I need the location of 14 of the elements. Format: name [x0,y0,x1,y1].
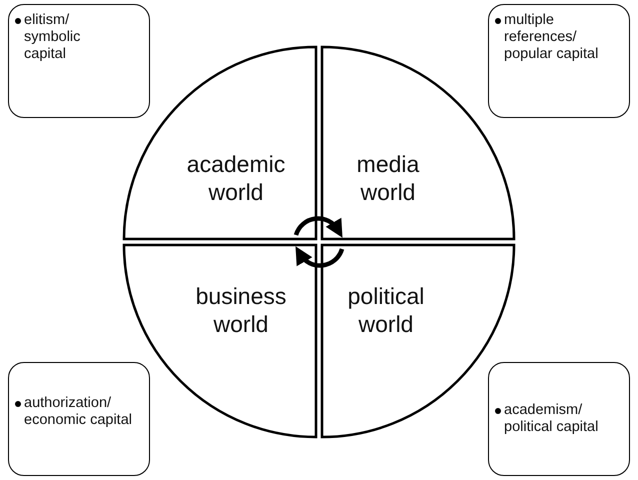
quadrant-label: academic world [186,150,286,206]
rounded-box [8,362,150,476]
bullet-text: authorization/ economic capital [24,395,133,429]
rounded-box [488,4,630,118]
rounded-box [488,362,630,476]
bullet-text: multiple references/ popular capital [504,12,600,63]
curved-arrow [295,246,344,268]
quadrant-label: media world [356,150,420,206]
bullet-text: academism/ political capital [504,402,600,436]
bullet-text: elitism/ symbolic capital [24,12,82,63]
quadrant-label: business world [194,282,288,338]
rounded-box [8,4,150,118]
curved-arrow [294,216,343,238]
quadrant-label: political world [346,282,426,338]
